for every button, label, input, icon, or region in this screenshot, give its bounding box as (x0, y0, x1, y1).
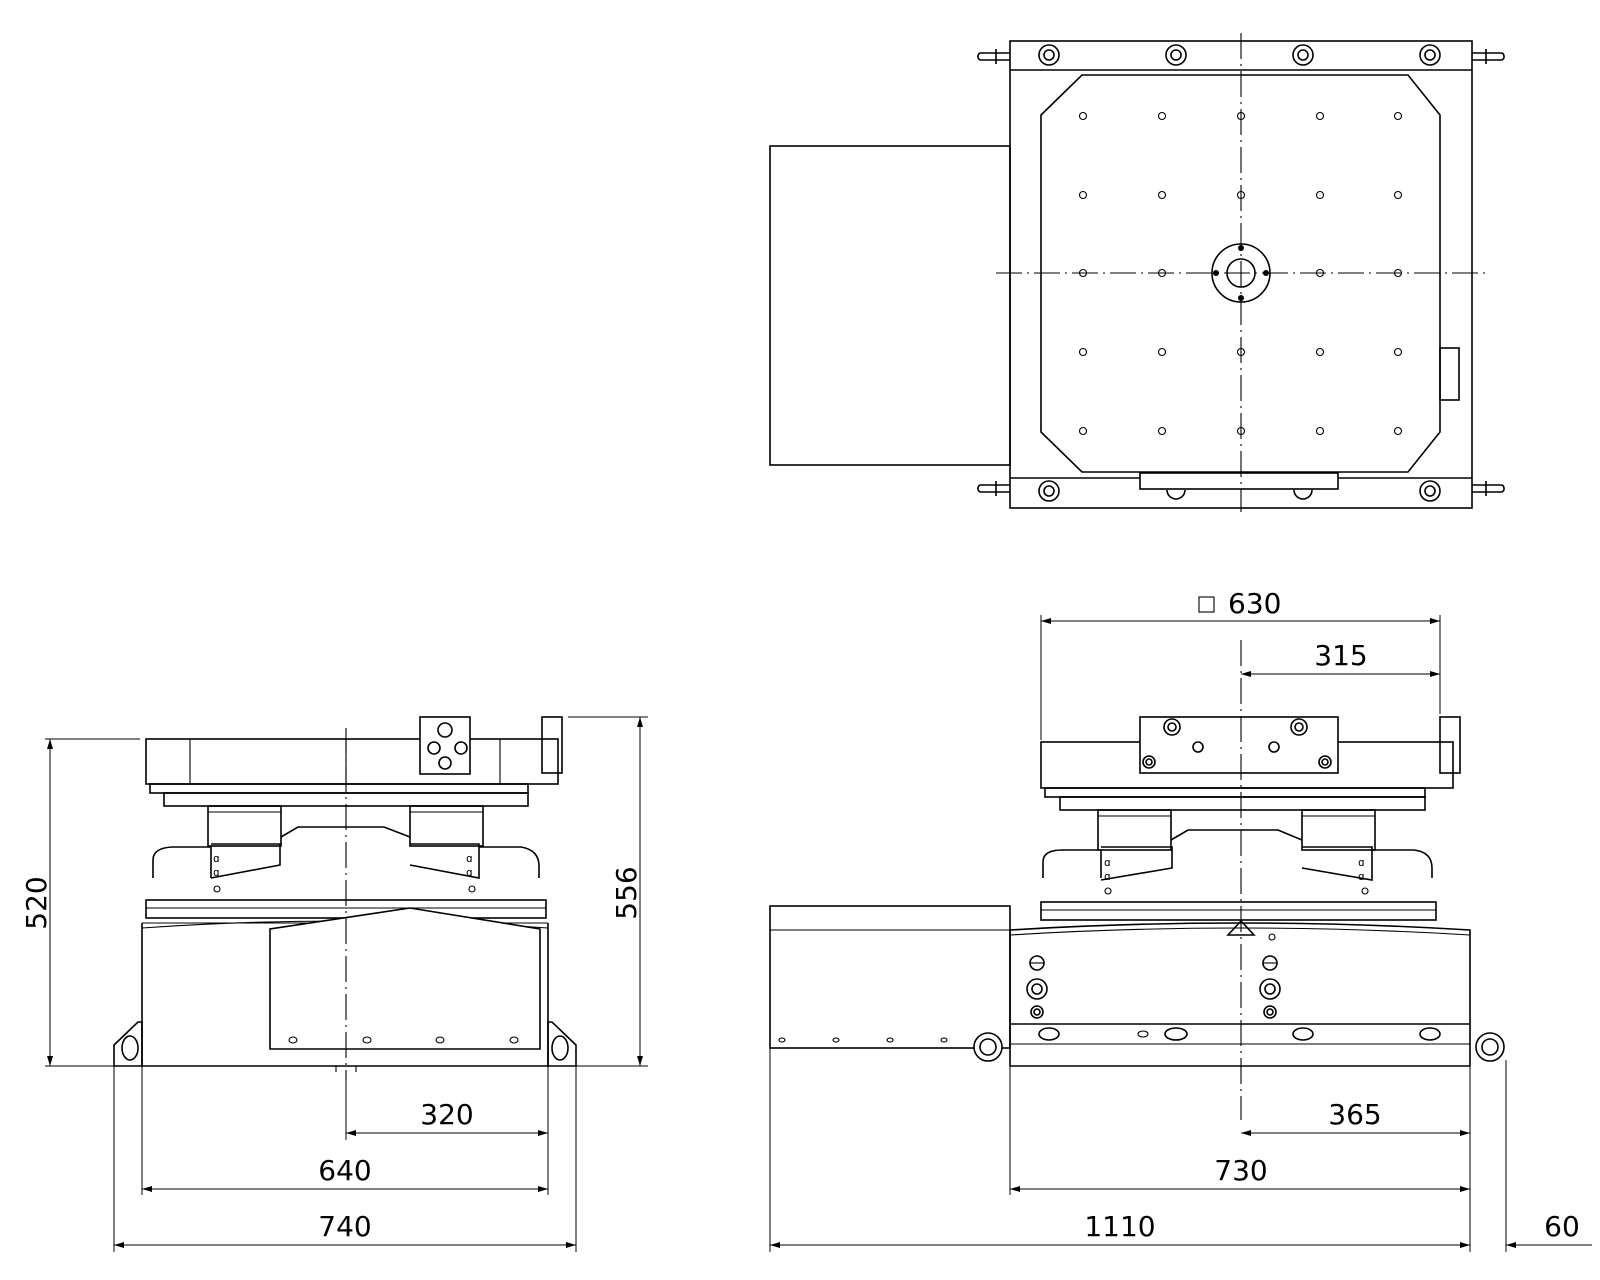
dim-lifting-eye-offset: 60 (1544, 1210, 1580, 1243)
svg-text:ɑ: ɑ (466, 866, 473, 879)
tapped-hole (1078, 426, 1088, 436)
tapped-hole (1315, 426, 1325, 436)
svg-text:ɑ: ɑ (1358, 856, 1365, 869)
tapped-hole (1315, 190, 1325, 200)
svg-text:ɑ: ɑ (466, 852, 473, 865)
tapped-hole (1157, 111, 1167, 121)
dim-table-half: 315 (1314, 639, 1367, 672)
dim-front-overall-width: 1110 (1084, 1210, 1155, 1243)
clamp-block-side (419, 716, 471, 775)
tapped-hole (1236, 347, 1246, 357)
tapped-hole (1393, 347, 1403, 357)
tapped-hole (1078, 268, 1088, 278)
lifting-eyes-top (1038, 44, 1441, 502)
square-symbol (1198, 596, 1215, 613)
tapped-hole (1157, 190, 1167, 200)
front-view: ɑ ɑ ɑ ɑ (769, 640, 1505, 1120)
tapped-hole (1078, 190, 1088, 200)
tapped-hole (1236, 190, 1246, 200)
top-view (769, 33, 1505, 512)
tapped-hole (1315, 347, 1325, 357)
svg-text:ɑ: ɑ (213, 866, 220, 879)
dim-table-size: 630 (1228, 587, 1281, 620)
columns-front (1097, 809, 1376, 851)
motor-housing-top (769, 145, 1011, 466)
tapped-hole-grid (1078, 111, 1403, 436)
table-side (145, 738, 559, 785)
base-front (973, 919, 1505, 1067)
side-view: ɑ ɑ ɑ ɑ (113, 716, 577, 1080)
side-block-top (1439, 347, 1460, 401)
tapped-hole (1393, 426, 1403, 436)
svg-text:ɑ: ɑ (1104, 870, 1111, 883)
lifting-pins-top (977, 49, 1505, 496)
dim-side-height: 520 (20, 876, 53, 929)
svg-text:ɑ: ɑ (213, 852, 220, 865)
tapped-hole (1236, 111, 1246, 121)
dim-front-body-width: 730 (1214, 1154, 1267, 1187)
dim-front-half-width: 365 (1328, 1098, 1381, 1131)
tapped-hole (1157, 268, 1167, 278)
motor-housing-front (769, 905, 1011, 1049)
dimension-labels: 520 556 320 640 740 630 315 365 730 1110… (20, 587, 1580, 1243)
center-bore (1211, 243, 1271, 303)
tapped-hole (1315, 111, 1325, 121)
dimension-lines (45, 615, 1592, 1252)
tapped-hole (1393, 268, 1403, 278)
tapped-hole (1315, 268, 1325, 278)
tapped-hole (1157, 426, 1167, 436)
svg-text:ɑ: ɑ (1358, 870, 1365, 883)
front-bracket-front (1139, 716, 1339, 774)
dim-side-body-width: 640 (318, 1154, 371, 1187)
tapped-hole (1393, 111, 1403, 121)
tapped-hole (1078, 347, 1088, 357)
front-bracket-top (1139, 472, 1339, 490)
tapped-hole (1236, 426, 1246, 436)
columns-side (207, 805, 484, 847)
dim-side-overall-width: 740 (318, 1210, 371, 1243)
dim-side-half-width: 320 (420, 1098, 473, 1131)
svg-text:ɑ: ɑ (1104, 856, 1111, 869)
tapped-hole (1157, 347, 1167, 357)
tapped-hole (1078, 111, 1088, 121)
base-side (113, 907, 577, 1072)
tapped-hole (1393, 190, 1403, 200)
dim-side-overall-height: 556 (610, 866, 643, 919)
